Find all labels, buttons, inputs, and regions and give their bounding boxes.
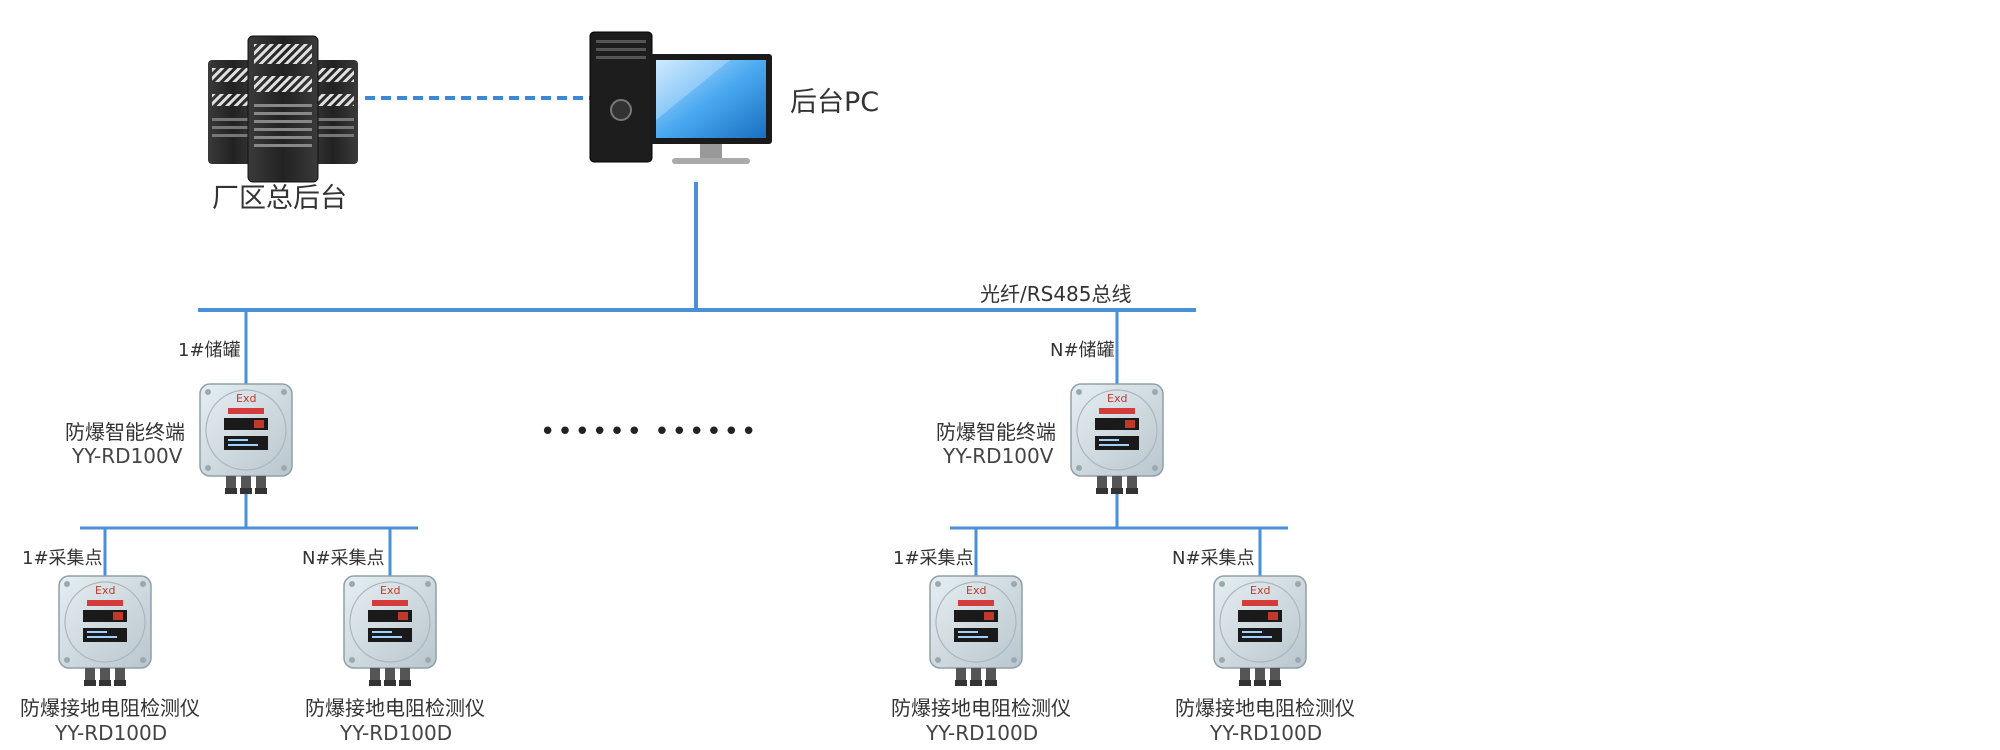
terminal-n-badge: Exd (1107, 392, 1127, 405)
detector-1-device: Exd (58, 575, 152, 687)
server-label: 厂区总后台 (212, 183, 347, 214)
server-icon (208, 35, 358, 183)
terminal-n-name: 防爆智能终端 (936, 420, 1056, 444)
terminal-1-name: 防爆智能终端 (65, 420, 185, 444)
bus-label: 光纤/RS485总线 (980, 282, 1132, 306)
group-ellipsis: •••••• •••••• (540, 417, 758, 447)
detector-4-name: 防爆接地电阻检测仪 (1175, 696, 1355, 720)
detector-2-point-label: N#采集点 (302, 548, 385, 569)
detector-2-name: 防爆接地电阻检测仪 (305, 696, 485, 720)
detector-3-device: Exd (929, 575, 1023, 687)
detector-4-model: YY-RD100D (1209, 721, 1322, 745)
terminal-1-device: Exd (199, 383, 293, 495)
pc-icon (589, 31, 772, 164)
detector-1-point-label: 1#采集点 (22, 548, 103, 569)
detector-3-model: YY-RD100D (925, 721, 1038, 745)
detector-3-point-label: 1#采集点 (893, 548, 974, 569)
pc-label: 后台PC (790, 87, 879, 118)
terminal-1-model: YY-RD100V (71, 444, 183, 468)
terminal-n-device: Exd (1070, 383, 1164, 495)
terminal-n-model: YY-RD100V (942, 444, 1054, 468)
detector-3-name: 防爆接地电阻检测仪 (891, 696, 1071, 720)
detector-1-badge: Exd (95, 584, 115, 597)
detector-1-model: YY-RD100D (54, 721, 167, 745)
detector-2-model: YY-RD100D (339, 721, 452, 745)
detector-3-badge: Exd (966, 584, 986, 597)
detector-2-device: Exd (343, 575, 437, 687)
terminal-n-tank-label: N#储罐 (1050, 340, 1115, 361)
detector-4-device: Exd (1213, 575, 1307, 687)
detector-4-point-label: N#采集点 (1172, 548, 1255, 569)
detector-1-name: 防爆接地电阻检测仪 (20, 696, 200, 720)
terminal-1-tank-label: 1#储罐 (178, 340, 241, 361)
detector-2-badge: Exd (380, 584, 400, 597)
terminal-1-badge: Exd (236, 392, 256, 405)
detector-4-badge: Exd (1250, 584, 1270, 597)
